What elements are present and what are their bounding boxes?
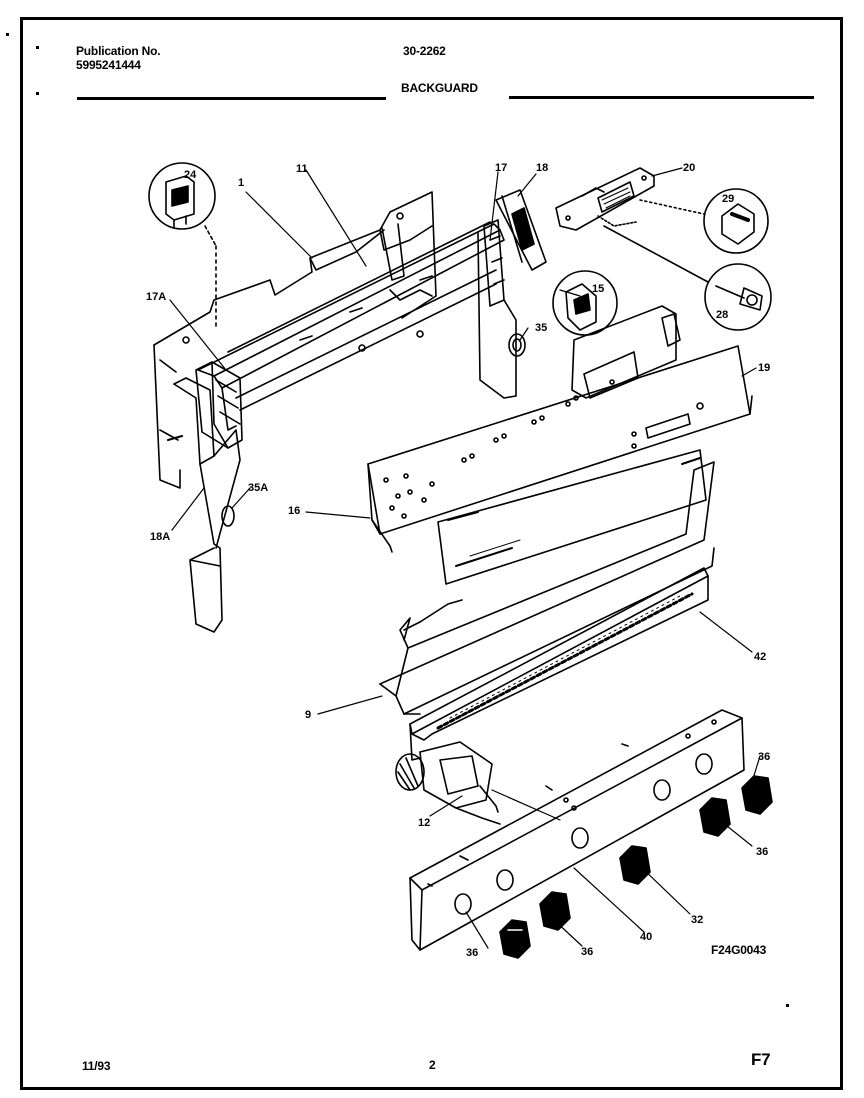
model-code: 30-2262: [403, 44, 446, 58]
part-12-thermostat: [395, 741, 561, 825]
footer-section-code: F7: [751, 1050, 771, 1069]
callout-19: 19: [758, 362, 770, 374]
publication-number: 5995241444: [76, 58, 141, 72]
part-9-lower-trim: [379, 461, 715, 715]
part-29-knob-bubble: [703, 188, 769, 254]
callout-35a: 35A: [248, 482, 268, 494]
part-36-knob-b: [539, 891, 571, 931]
callout-1: 1: [238, 177, 244, 189]
callout-15: 15: [592, 283, 604, 295]
callout-42: 42: [754, 651, 766, 663]
part-35a-grommet: [221, 505, 235, 527]
callout-36-bottom-left: 36: [466, 947, 478, 959]
part-11-rail: [197, 221, 505, 431]
footer-page-number: 2: [429, 1058, 436, 1072]
part-36-knob-a: [499, 919, 531, 959]
callout-11: 11: [296, 163, 308, 175]
part-20-control-board: [555, 167, 705, 231]
part-40-manifold-panel: [409, 709, 745, 951]
part-32-knob: [619, 845, 651, 885]
part-decal-overlay: [437, 449, 707, 585]
callout-36-right: 36: [756, 846, 768, 858]
callout-leaders: [169, 167, 761, 949]
publication-label: Publication No.: [76, 44, 161, 58]
scan-speck: [786, 1004, 789, 1007]
figure-code: F24G0043: [711, 943, 767, 957]
callout-35: 35: [535, 322, 547, 334]
part-17-bracket: [477, 219, 517, 399]
callout-17a: 17A: [146, 291, 166, 303]
header-rule-right: [509, 96, 814, 99]
part-35-grommet: [508, 333, 526, 357]
part-24-switch-bubble: [148, 162, 217, 331]
callout-36-upper: 36: [758, 751, 770, 763]
callout-16: 16: [288, 505, 300, 517]
scan-speck: [36, 92, 39, 95]
scan-speck: [36, 46, 39, 49]
part-15-clip-bubble: [552, 270, 618, 336]
callout-9: 9: [305, 709, 311, 721]
scan-speck: [6, 33, 9, 36]
callout-labels: 24 1 11 17 18 20 29 17A 15 35 28 19 35A …: [146, 162, 770, 959]
callout-12: 12: [418, 817, 430, 829]
callout-24: 24: [184, 169, 197, 181]
part-19-control-panel: [367, 305, 753, 535]
callout-18: 18: [536, 162, 548, 174]
callout-36-bottom-mid: 36: [581, 946, 593, 958]
callout-28: 28: [716, 309, 728, 321]
part-28-shaft-bubble: [603, 225, 772, 331]
callout-18a: 18A: [150, 531, 170, 543]
section-title: BACKGUARD: [401, 81, 478, 95]
part-1-rear-shell: [153, 191, 437, 489]
part-18-side-trim: [495, 189, 547, 271]
callout-17: 17: [495, 162, 507, 174]
callout-32: 32: [691, 914, 703, 926]
header-rule-left: [77, 97, 386, 100]
callout-40: 40: [640, 931, 652, 943]
part-18a-side-trim: [173, 377, 241, 633]
part-36-knob-d: [741, 775, 773, 815]
part-17a-bracket: [195, 361, 243, 449]
callout-29: 29: [722, 193, 734, 205]
footer-date: 11/93: [82, 1059, 111, 1073]
part-42-vent-rail: [409, 567, 709, 761]
part-16-panel-body: [371, 395, 579, 553]
callout-20: 20: [683, 162, 695, 174]
